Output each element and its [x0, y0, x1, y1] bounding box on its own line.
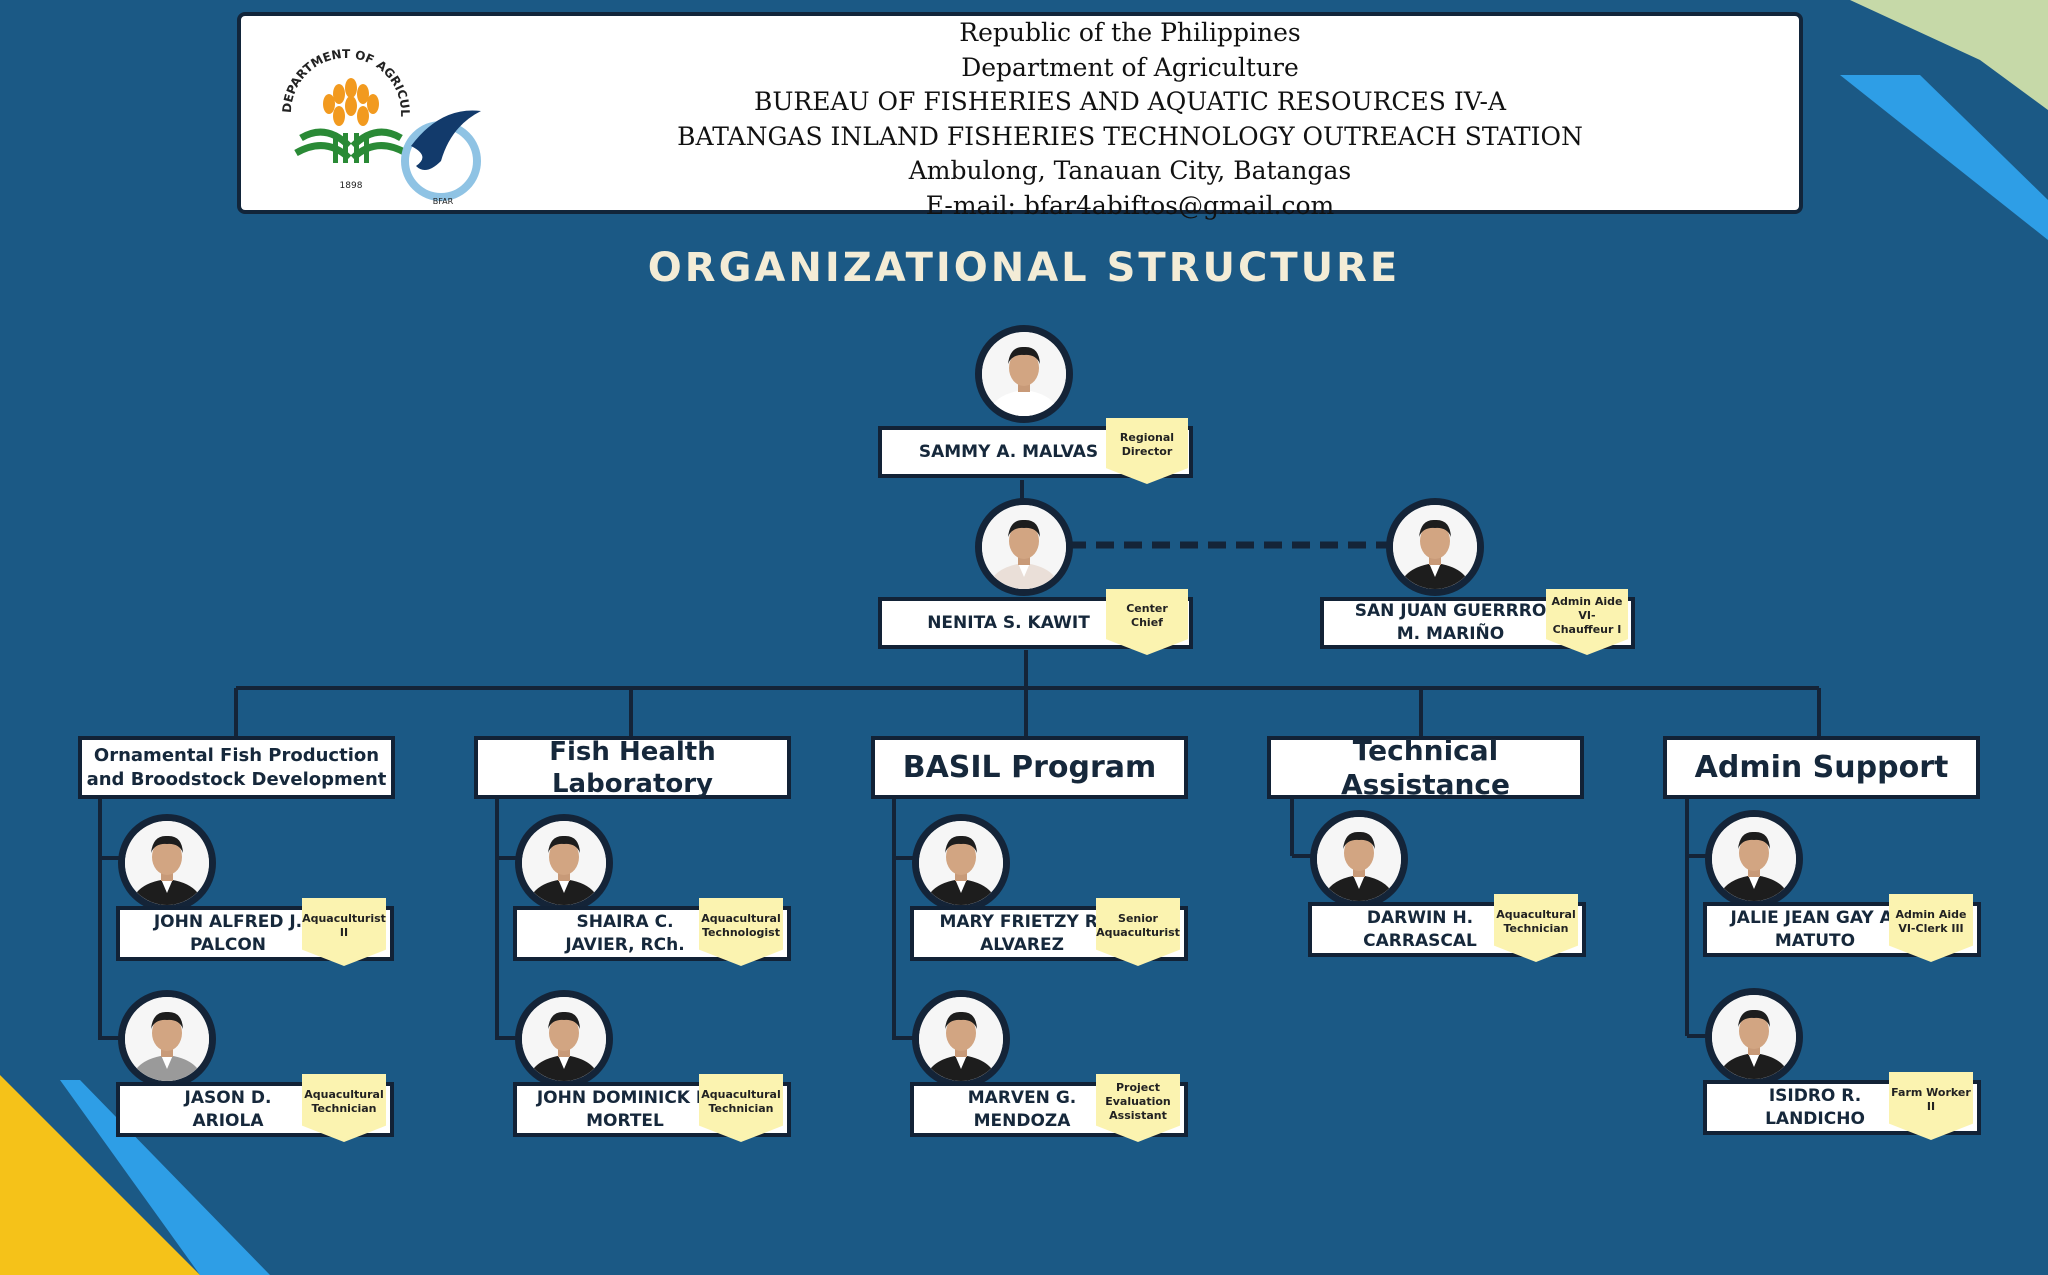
department-1-member-2-photo [118, 990, 216, 1088]
department-2-member-1-name: SHAIRA C. JAVIER, RCh. [565, 911, 685, 955]
department-3-member-2-name: MARVEN G. MENDOZA [967, 1087, 1077, 1131]
top-person-2-name: NENITA S. KAWIT [927, 612, 1090, 633]
department-3-member-1-name: MARY FRIETZY R. ALVAREZ [939, 911, 1105, 955]
department-2-member-1-position-badge: Aquacultural Technologist [699, 898, 783, 966]
department-2-member-2-position-badge: Aquacultural Technician [699, 1074, 783, 1142]
header-card: DEPARTMENT OF AGRICULTURE 1898 BFAR Repu… [237, 12, 1803, 220]
top-person-3-name: SAN JUAN GUERRRO M. MARIÑO [1354, 601, 1547, 644]
top-person-1-name: SAMMY A. MALVAS [918, 441, 1099, 462]
department-1-member-1-name: JOHN ALFRED J. PALCON [153, 911, 303, 955]
header-line-1: Republic of the Philippines [959, 18, 1301, 47]
top-person-1-photo [975, 325, 1073, 423]
header-line-6: E-mail: bfar4abiftos@gmail.com [925, 190, 1335, 220]
department-5-member-1-photo [1705, 810, 1803, 908]
top-person-3-photo [1386, 498, 1484, 596]
department-3-title: BASIL Program [871, 736, 1188, 799]
department-2-title: Fish Health Laboratory [474, 736, 791, 799]
department-3-member-2-photo [912, 990, 1010, 1088]
header-line-3: BUREAU OF FISHERIES AND AQUATIC RESOURCE… [753, 87, 1507, 117]
department-3-member-1-photo [912, 814, 1010, 912]
header-line-2: Department of Agriculture [961, 52, 1299, 82]
bottom-left-decoration [0, 1075, 270, 1275]
top-person-3-position-badge: Admin Aide VI- Chauffeur I [1546, 589, 1628, 655]
top-right-decoration [1840, 0, 2048, 240]
top-person-1-position-badge: Regional Director [1106, 418, 1188, 484]
department-1-member-2-name: JASON D. ARIOLA [184, 1087, 272, 1131]
department-5-member-2-position-badge: Farm Worker II [1889, 1072, 1973, 1140]
department-5-member-2-name: ISIDRO R. LANDICHO [1765, 1085, 1865, 1129]
department-2-member-2-photo [515, 990, 613, 1088]
top-person-2-photo [975, 498, 1073, 596]
top-person-2-position-badge: Center Chief [1106, 589, 1188, 655]
header-text: Republic of the Philippines Department o… [541, 16, 1719, 224]
department-4-member-1-position-badge: Aquacultural Technician [1494, 894, 1578, 962]
department-3-member-2-position-badge: Project Evaluation Assistant [1096, 1074, 1180, 1142]
department-of-agriculture-seal: DEPARTMENT OF AGRICULTURE 1898 [271, 28, 411, 191]
department-1-title: Ornamental Fish Production and Broodstoc… [78, 736, 395, 799]
department-5-member-1-position-badge: Admin Aide VI-Clerk III [1889, 894, 1973, 962]
department-4-member-1-name: DARWIN H. CARRASCAL [1363, 907, 1477, 951]
department-1-member-1-position-badge: Aquaculturist II [302, 898, 386, 966]
department-2-member-1-photo [515, 814, 613, 912]
department-3-member-1-position-badge: Senior Aquaculturist [1096, 898, 1180, 966]
header-line-4: BATANGAS INLAND FISHERIES TECHNOLOGY OUT… [677, 121, 1583, 151]
department-5-title: Admin Support [1663, 736, 1980, 799]
department-1-member-1-photo [118, 814, 216, 912]
department-2-member-2-name: JOHN DOMINICK L. MORTEL [536, 1087, 713, 1131]
bfar-logo: BFAR [401, 110, 481, 206]
department-4-title: Technical Assistance [1267, 734, 1584, 801]
bfar-logo-text: BFAR [433, 197, 454, 206]
department-5-member-2-photo [1705, 988, 1803, 1086]
header-line-5: Ambulong, Tanauan City, Batangas [908, 156, 1352, 186]
department-1-member-2-position-badge: Aquacultural Technician [302, 1074, 386, 1142]
department-4-member-1-photo [1310, 810, 1408, 908]
seal-year: 1898 [340, 181, 363, 191]
page-title: ORGANIZATIONAL STRUCTURE [647, 245, 1401, 291]
